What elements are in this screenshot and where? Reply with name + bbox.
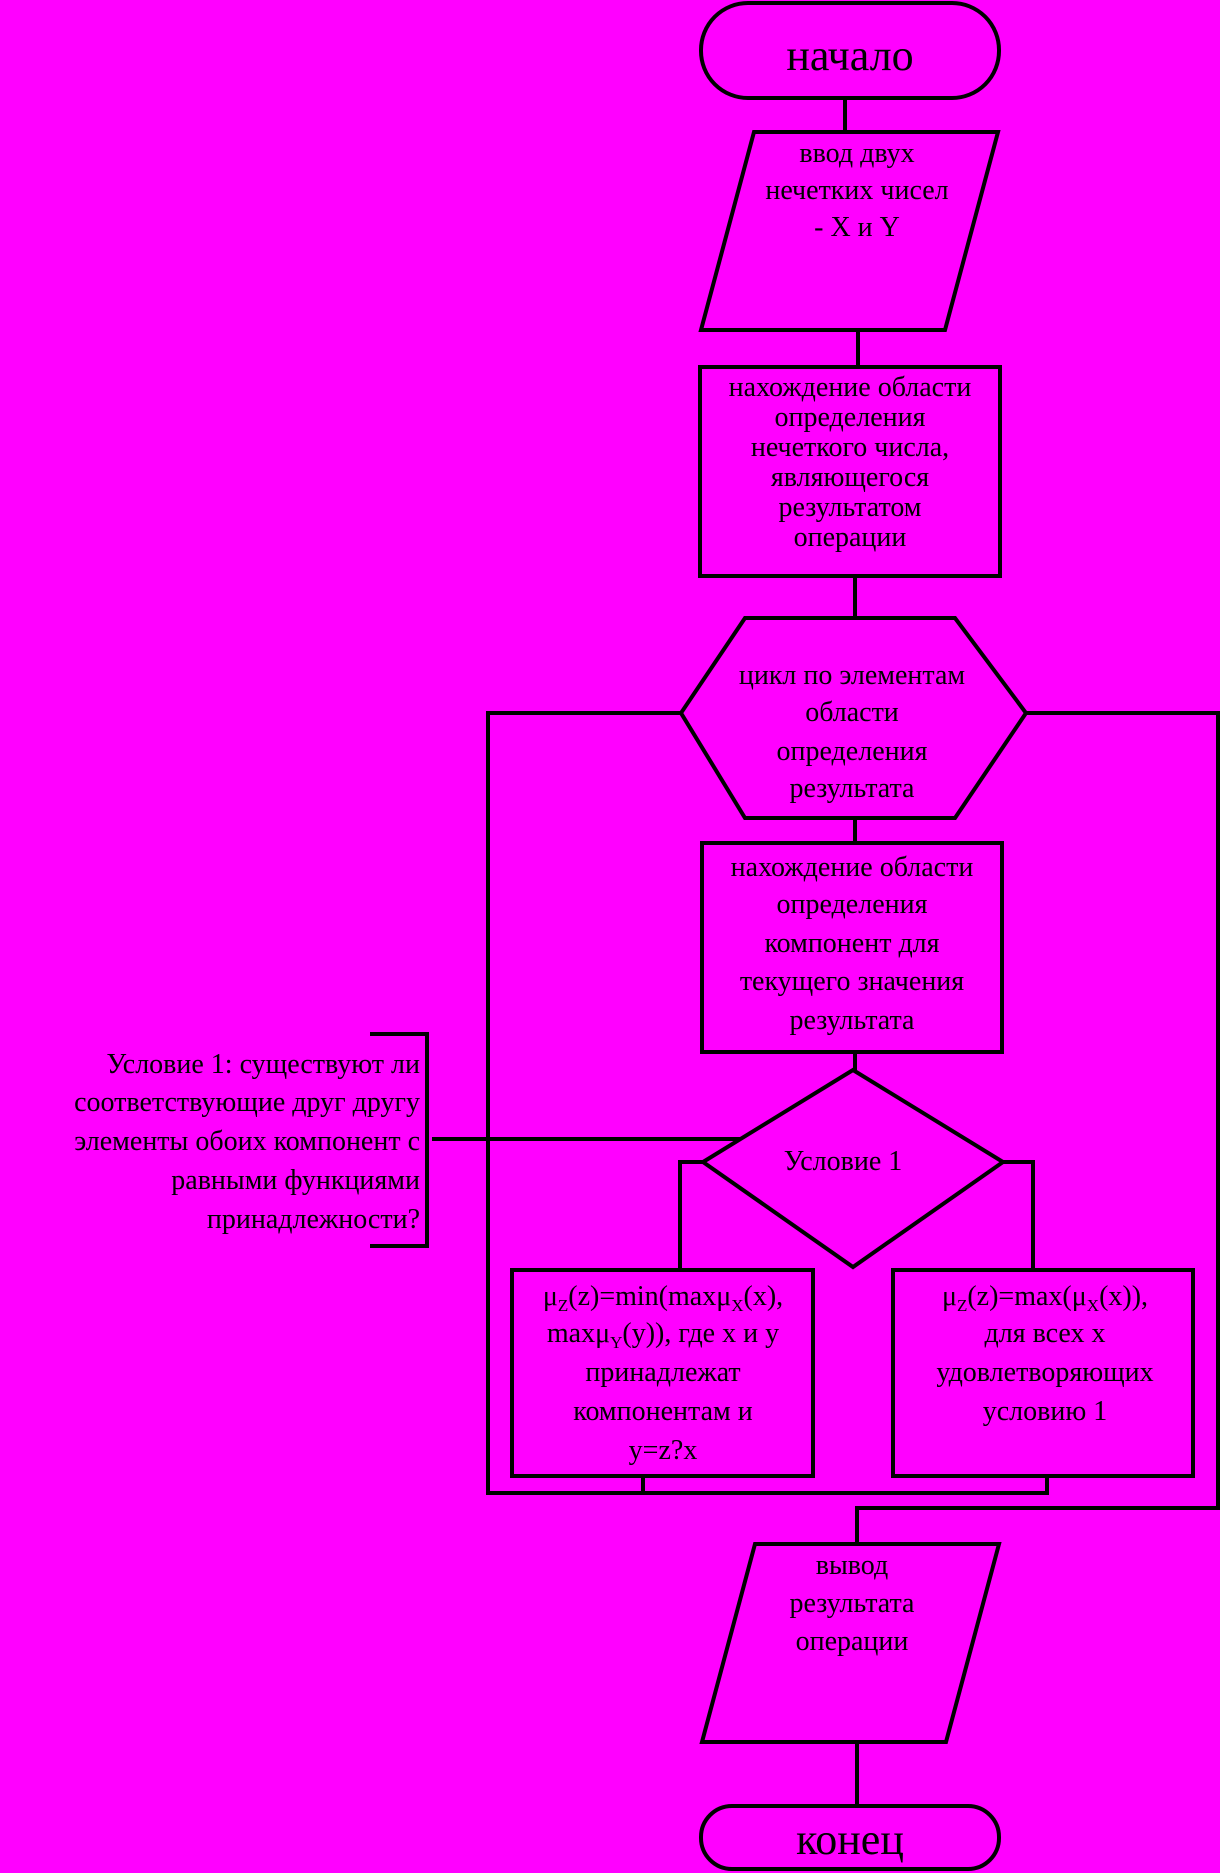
loop-line-2: области — [805, 697, 899, 728]
right-branch-line-1: μZ(z)=max(μX(x)), — [942, 1281, 1148, 1315]
right-branch-line-2: для всех x — [985, 1318, 1106, 1349]
right-branch-line-4: условию 1 — [983, 1396, 1108, 1427]
start-terminator: начало — [699, 1, 1001, 100]
output-line-1: вывод — [816, 1550, 889, 1581]
loop-line-1: цикл по элементам — [739, 660, 966, 691]
comment-line-4: равными функциями — [171, 1165, 420, 1196]
comment-line-3: элементы обоих компонент с — [74, 1126, 420, 1157]
left-branch-process: μZ(z)=min(maxμX(x), maxμY(y)), где x и y… — [510, 1268, 815, 1478]
comment-line-1: Условие 1: существуют ли — [106, 1049, 420, 1080]
comment-line-2: соответствующие друг другу — [74, 1087, 420, 1118]
components-line-5: результата — [790, 1005, 916, 1036]
output-line-3: операции — [796, 1626, 909, 1657]
domain-process: нахождение области определения нечеткого… — [698, 365, 1002, 578]
domain-line-2: определения — [775, 402, 926, 433]
components-line-1: нахождение области — [731, 852, 974, 883]
condition-diamond: Условие 1 — [699, 1067, 1007, 1270]
input-line-3: - X и Y — [814, 212, 900, 243]
connectors — [432, 98, 1220, 1806]
condition-label: Условие 1 — [784, 1146, 903, 1177]
input-line-1: ввод двух — [799, 138, 914, 169]
components-line-3: компонент для — [764, 928, 939, 959]
input-line-2: нечетких чисел — [765, 175, 948, 206]
comment-line-5: принадлежности? — [207, 1204, 420, 1235]
left-branch-line-5: y=z?x — [629, 1435, 698, 1466]
right-branch-process: μZ(z)=max(μX(x)), для всех x удовлетворя… — [891, 1268, 1195, 1478]
left-branch-line-2: maxμY(y)), где x и y — [547, 1318, 779, 1352]
connector-loop-return-left — [486, 711, 1049, 1495]
right-branch-line-3: удовлетворяющих — [936, 1357, 1153, 1388]
components-line-4: текущего значения — [740, 966, 964, 997]
output-block: вывод результата операции — [699, 1542, 1002, 1744]
end-terminator: конец — [699, 1804, 1001, 1871]
loop-line-4: результата — [790, 773, 916, 804]
loop-line-3: определения — [777, 736, 928, 767]
end-label: конец — [796, 1815, 904, 1864]
domain-line-5: результатом — [778, 492, 921, 523]
left-branch-line-3: принадлежат — [585, 1357, 740, 1388]
left-branch-line-4: компонентам и — [573, 1396, 752, 1427]
domain-line-6: операции — [794, 522, 907, 553]
input-block: ввод двух нечетких чисел - X и Y — [698, 130, 1001, 332]
connector-condition-left-branch — [678, 1160, 703, 1270]
comment-bracket — [370, 1032, 429, 1248]
domain-line-3: нечеткого числа, — [751, 432, 949, 463]
output-line-2: результата — [790, 1588, 916, 1619]
domain-line-4: являющегося — [771, 462, 929, 493]
loop-hexagon: цикл по элементам области определения ре… — [678, 616, 1029, 820]
connector-condition-right-branch — [1003, 1160, 1035, 1270]
start-label: начало — [786, 31, 913, 80]
components-process: нахождение области определения компонент… — [700, 841, 1004, 1054]
connector-loop-exit-right — [855, 711, 1220, 1544]
components-line-2: определения — [777, 889, 928, 920]
left-branch-line-1: μZ(z)=min(maxμX(x), — [543, 1281, 783, 1315]
comment-annotation: Условие 1: существуют ли соответствующие… — [74, 1032, 429, 1248]
domain-line-1: нахождение области — [729, 372, 972, 403]
